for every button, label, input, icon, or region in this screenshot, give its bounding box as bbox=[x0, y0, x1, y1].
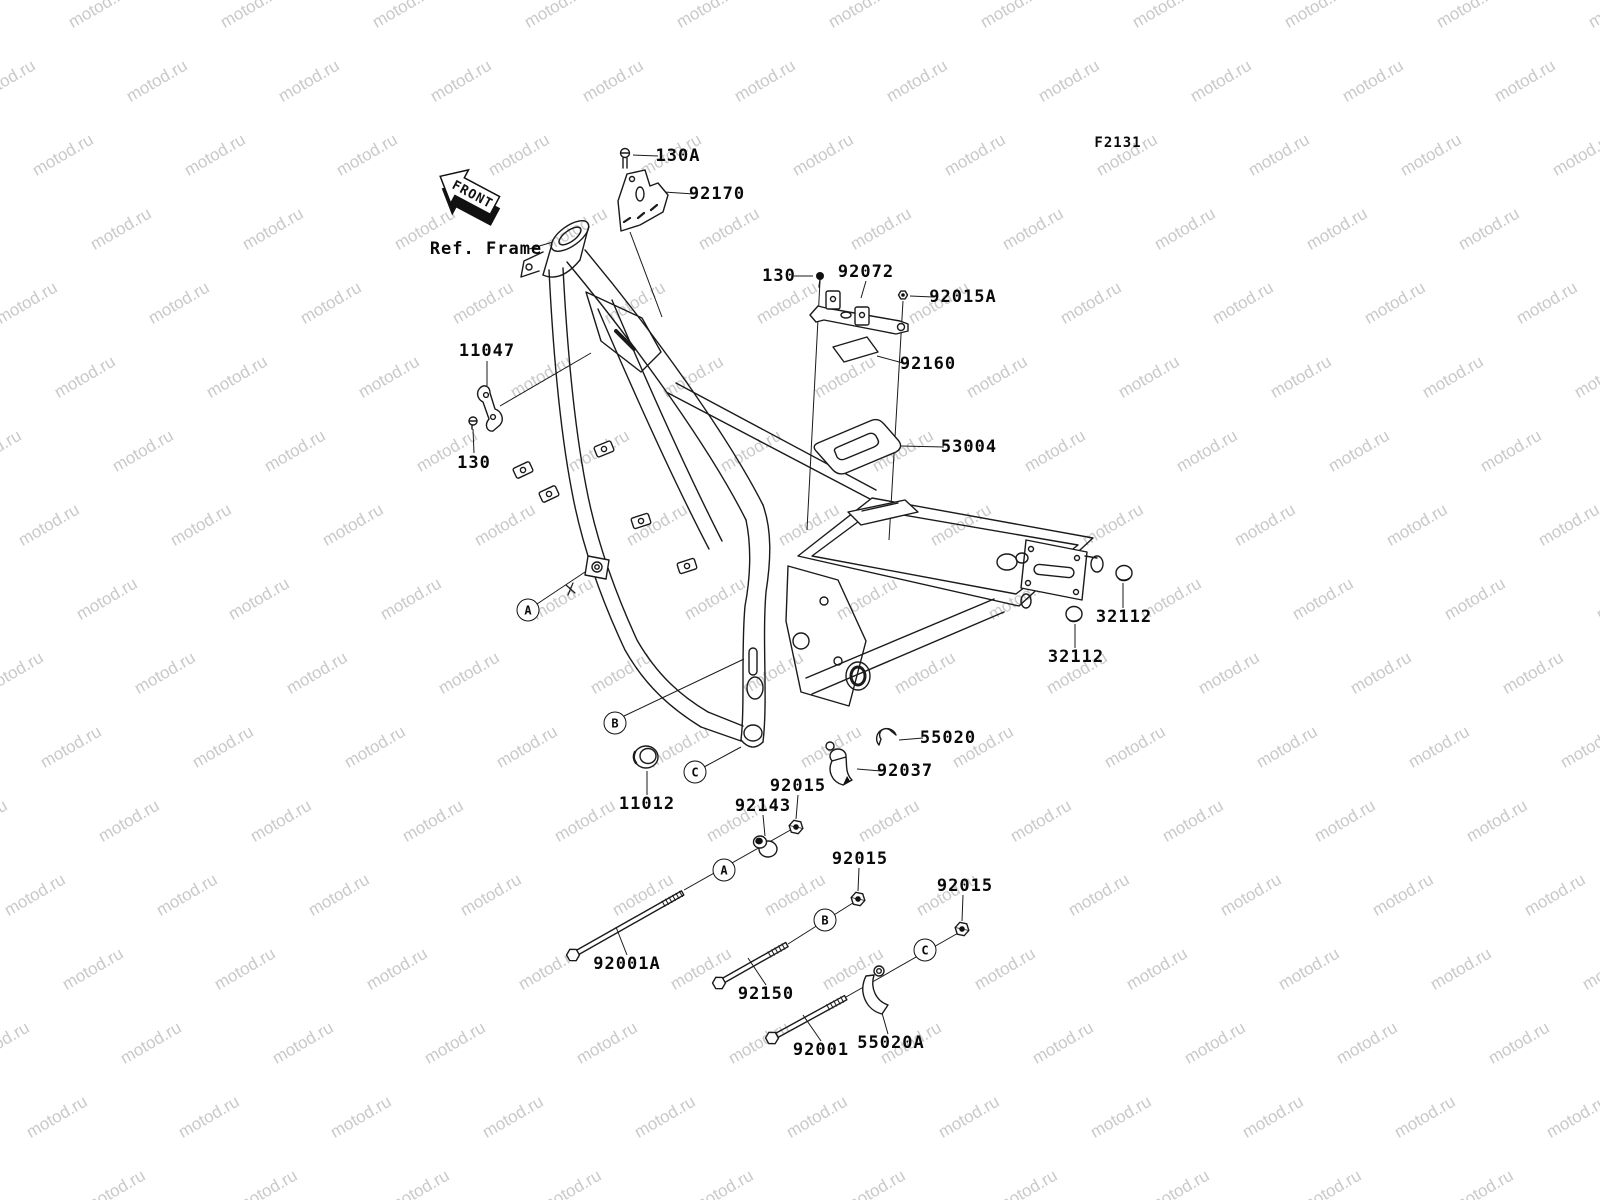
parts bbox=[468, 147, 1133, 1045]
clamp-55020 bbox=[875, 727, 897, 746]
bolt-92150 bbox=[711, 941, 789, 990]
frame-drawing bbox=[512, 220, 1104, 748]
strap-55020a bbox=[862, 965, 889, 1015]
tube-clamps bbox=[512, 440, 698, 575]
leader-lines bbox=[472, 154, 1124, 1042]
front-arrow: FRONT bbox=[439, 168, 501, 226]
screw-130-top bbox=[816, 272, 824, 288]
pivot-plates bbox=[785, 565, 871, 707]
clamp-92037 bbox=[825, 741, 853, 786]
nut-92015-2 bbox=[850, 891, 866, 907]
plate-92160 bbox=[832, 336, 879, 363]
plate-53004 bbox=[813, 418, 902, 475]
cap-32112-left bbox=[1065, 605, 1083, 623]
bolt-92001 bbox=[764, 994, 848, 1045]
cap-32112-right bbox=[1115, 564, 1133, 582]
bracket-92170 bbox=[617, 169, 669, 232]
bolt-92001a bbox=[565, 890, 685, 962]
bracket-11047 bbox=[476, 385, 503, 432]
bracket-92072 bbox=[809, 290, 909, 335]
head-tube bbox=[520, 220, 590, 278]
nut-92015-1 bbox=[788, 819, 804, 835]
bushing-92143 bbox=[752, 835, 778, 858]
screw-130a bbox=[619, 147, 631, 169]
nut-92015a bbox=[897, 290, 909, 300]
cap-11012 bbox=[632, 745, 659, 769]
screw-130-left bbox=[468, 416, 478, 430]
rear-deck bbox=[797, 497, 1104, 609]
nut-92015-3 bbox=[954, 921, 970, 937]
